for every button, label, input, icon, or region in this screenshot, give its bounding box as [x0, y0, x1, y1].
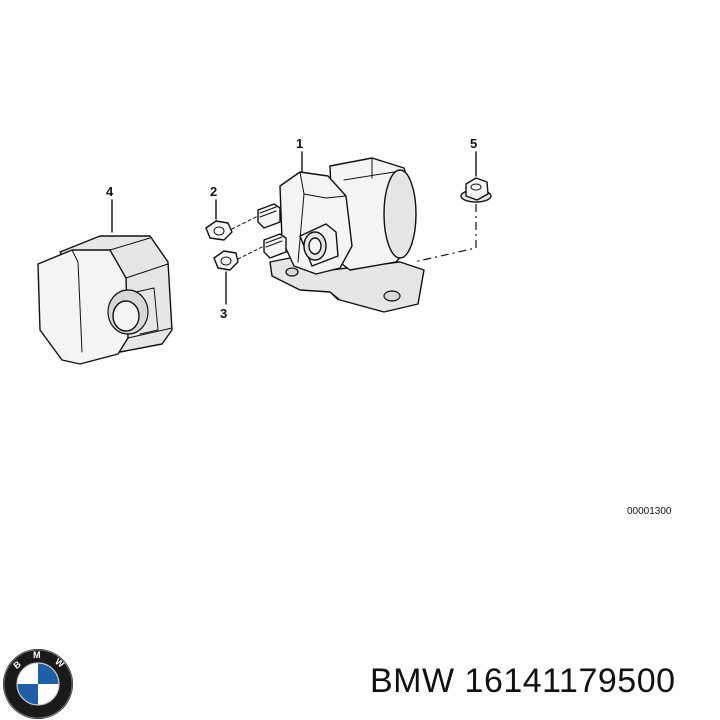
nut-part-3 — [213, 250, 239, 271]
nut-part-2 — [205, 220, 233, 241]
callout-4: 4 — [106, 184, 114, 199]
callout-3: 3 — [220, 306, 227, 321]
svg-text:M: M — [33, 650, 41, 660]
ignition-coil-part-1 — [257, 157, 425, 313]
bmw-logo: B M W — [3, 649, 73, 719]
cover-part-4 — [37, 235, 173, 365]
callout-1: 1 — [296, 136, 303, 151]
flange-nut-part-5 — [460, 177, 492, 203]
assembly-line-nut3 — [237, 245, 265, 260]
callout-2: 2 — [210, 184, 217, 199]
diagram-reference-number: 00001300 — [627, 506, 672, 517]
assembly-axis-line — [413, 204, 477, 263]
part-caption: BMW 16141179500 — [370, 662, 676, 700]
assembly-line-nut2 — [231, 215, 259, 230]
callout-5: 5 — [470, 136, 477, 151]
svg-text:B: B — [11, 659, 23, 671]
